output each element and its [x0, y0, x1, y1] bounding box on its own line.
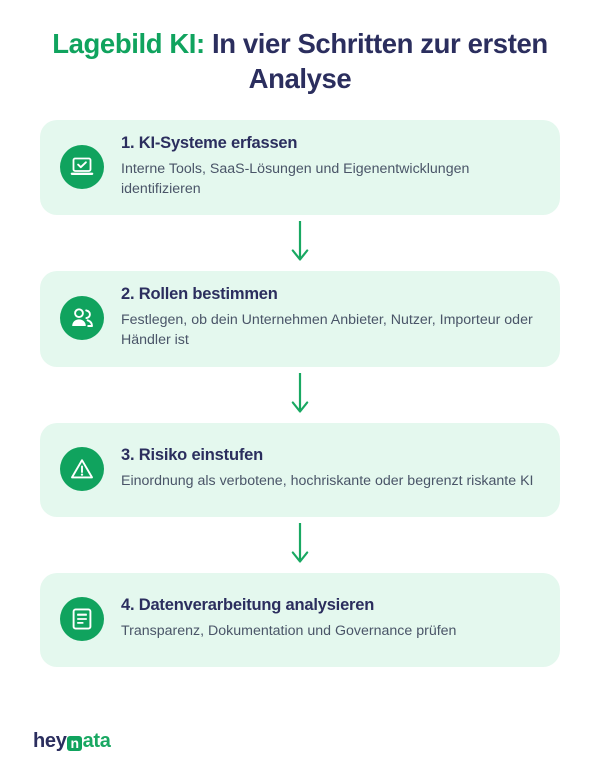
step-card-3[interactable]: 3. Risiko einstufen Einordnung als verbo…: [40, 422, 560, 517]
arrow-down-icon-3: [40, 517, 560, 573]
step-body-3: 3. Risiko einstufen Einordnung als verbo…: [121, 446, 540, 491]
document-lines-icon: [60, 596, 104, 641]
arrow-down-icon-2: [40, 367, 560, 423]
logo-text-hey: hey: [33, 730, 67, 752]
step-description-2: Festlegen, ob dein Unternehmen Anbieter,…: [121, 312, 533, 349]
step-body-1: 1. KI-Systeme erfassen Interne Tools, Sa…: [121, 134, 540, 199]
step-card-1[interactable]: 1. KI-Systeme erfassen Interne Tools, Sa…: [40, 120, 560, 216]
page-title-accent: Lagebild KI:: [52, 28, 205, 59]
page-title: Lagebild KI: In vier Schritten zur erste…: [40, 26, 560, 96]
laptop-check-icon: [60, 144, 104, 189]
step-body-4: 4. Datenverarbeitung analysieren Transpa…: [121, 596, 540, 641]
logo-text-ata: ata: [82, 730, 111, 752]
page-title-rest: In vier Schritten zur ersten Analyse: [204, 28, 548, 95]
step-description-3: Einordnung als verbotene, hochriskante o…: [121, 472, 534, 489]
logo-mark-n: n: [67, 735, 83, 751]
step-card-2[interactable]: 2. Rollen bestimmen Festlegen, ob dein U…: [40, 271, 560, 367]
step-description-4: Transparenz, Dokumentation und Governanc…: [121, 622, 457, 639]
steps-list: 1. KI-Systeme erfassen Interne Tools, Sa…: [0, 120, 600, 667]
step-title-3: 3. Risiko einstufen: [121, 446, 263, 465]
step-card-4[interactable]: 4. Datenverarbeitung analysieren Transpa…: [40, 572, 560, 667]
step-body-2: 2. Rollen bestimmen Festlegen, ob dein U…: [121, 285, 540, 350]
users-icon: [60, 296, 104, 341]
arrow-down-icon-1: [40, 215, 560, 271]
step-title-4: 4. Datenverarbeitung analysieren: [121, 596, 375, 615]
step-title-1: 1. KI-Systeme erfassen: [121, 134, 298, 153]
warning-triangle-icon: [60, 446, 104, 491]
step-title-2: 2. Rollen bestimmen: [121, 285, 278, 304]
step-description-1: Interne Tools, SaaS-Lösungen und Eigenen…: [121, 161, 470, 198]
title-block: Lagebild KI: In vier Schritten zur erste…: [0, 0, 600, 96]
